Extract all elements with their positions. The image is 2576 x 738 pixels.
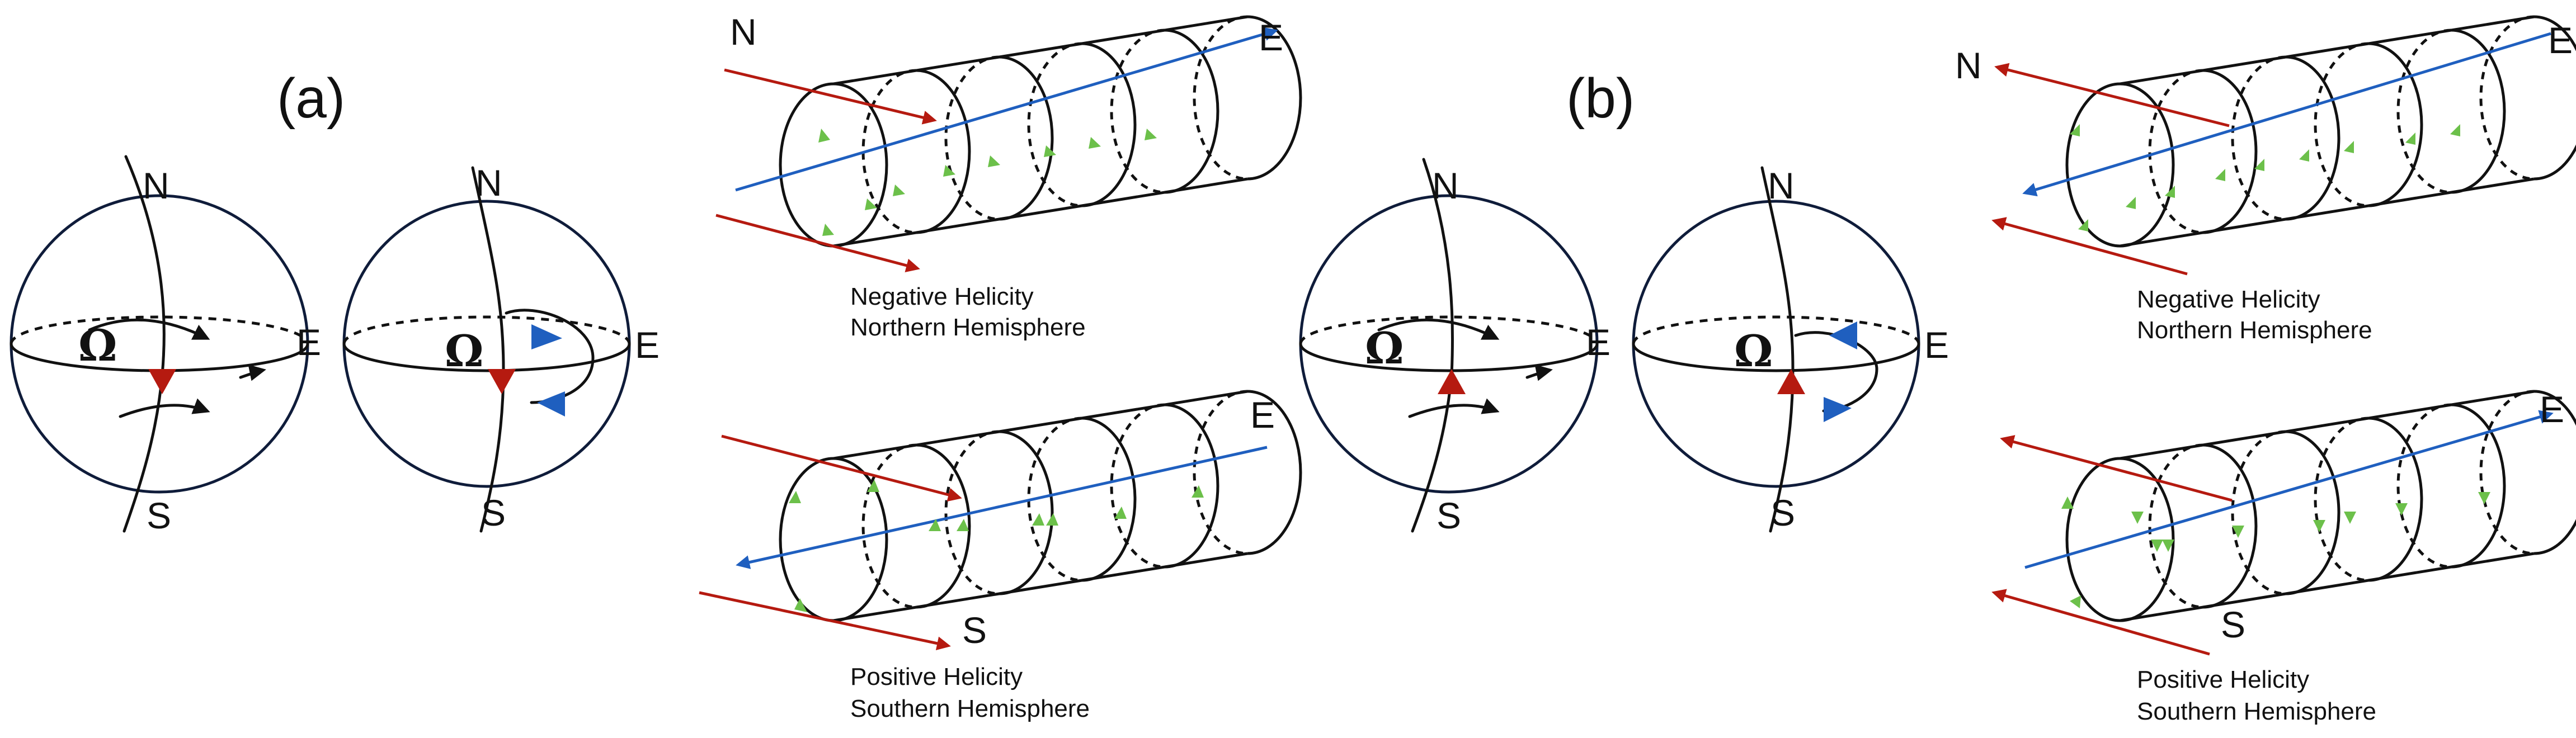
caption-positive-line1: Positive Helicity <box>850 663 1023 690</box>
east-label: E <box>1586 321 1610 363</box>
red-arrow-down-icon <box>148 369 176 394</box>
blue-arrow-right-icon <box>1824 397 1852 422</box>
south-label: S <box>1437 495 1461 536</box>
omega-label: Ω <box>445 326 483 377</box>
globe-b1: Ω N S E <box>1299 158 1610 536</box>
caption-negative-line2: Northern Hemisphere <box>850 314 1086 341</box>
east-label: E <box>1250 394 1275 436</box>
caption-negative-line1: Negative Helicity <box>850 283 1034 310</box>
south-label: S <box>1770 492 1795 533</box>
east-label: E <box>1259 17 1283 58</box>
south-label: S <box>147 495 171 536</box>
omega-label: Ω <box>78 320 117 371</box>
globe-b2: Ω N S E <box>1632 165 1949 533</box>
caption-negative-line1: Negative Helicity <box>2137 286 2320 313</box>
caption-positive-line2: Southern Hemisphere <box>850 695 1090 722</box>
south-label: S <box>2221 604 2245 645</box>
north-label: N <box>1955 45 1982 86</box>
globe-a1: Ω N S E <box>10 155 321 536</box>
red-arrow-up-icon <box>1777 369 1805 394</box>
blue-arrow-right-icon <box>531 324 562 349</box>
caption-positive-line1: Positive Helicity <box>2137 666 2309 693</box>
south-label: S <box>481 492 506 533</box>
north-label: N <box>730 11 757 53</box>
caption-negative-line2: Northern Hemisphere <box>2137 316 2372 344</box>
caption-positive-line2: Southern Hemisphere <box>2137 698 2376 725</box>
omega-label: Ω <box>1734 326 1773 377</box>
red-arrow-down-icon <box>488 369 516 394</box>
globe-a2: Ω N S E <box>342 162 660 533</box>
north-label: N <box>475 162 502 204</box>
north-label: N <box>143 165 169 206</box>
flux-tube-a-bottom: E S <box>699 390 1302 651</box>
south-label: S <box>962 609 987 651</box>
north-label: N <box>1768 165 1795 206</box>
north-label: N <box>1432 165 1459 206</box>
panel-label-a: (a) <box>277 67 345 130</box>
flux-tube-b-top: N E <box>1955 15 2576 276</box>
east-label: E <box>2540 389 2564 430</box>
flux-tube-a-top: N E <box>715 11 1302 272</box>
flux-tube-b-bottom: E S <box>1991 389 2576 656</box>
panel-label-b: (b) <box>1566 67 1635 130</box>
east-label: E <box>1924 324 1949 366</box>
blue-arrow-left-icon <box>537 391 565 417</box>
east-label: E <box>296 321 321 363</box>
red-arrow-up-icon <box>1438 369 1466 394</box>
east-label: E <box>635 324 660 366</box>
east-label: E <box>2548 20 2573 61</box>
blue-arrow-left-icon <box>1829 321 1857 349</box>
omega-label: Ω <box>1365 323 1404 374</box>
